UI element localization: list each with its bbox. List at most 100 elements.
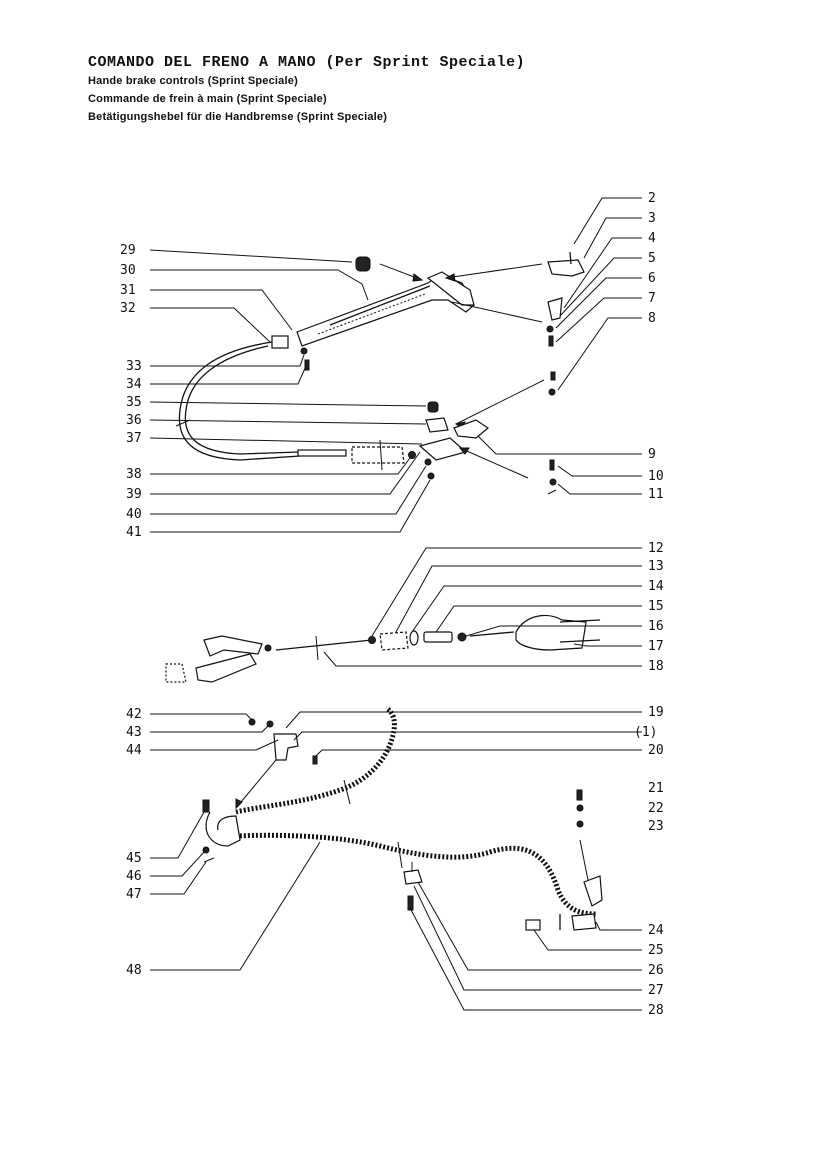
callout-28: 28: [648, 1003, 664, 1018]
page-title: COMANDO DEL FRENO A MANO (Per Sprint Spe…: [88, 54, 526, 71]
screw-45: [202, 799, 210, 813]
leader-44: [150, 739, 279, 751]
washer-41: [427, 472, 435, 480]
callout-36: 36: [126, 413, 142, 428]
rear-bracket-arrow: [579, 839, 589, 881]
leader-2: [573, 197, 642, 245]
washer-11: [549, 478, 557, 486]
yoke-rod-a: [559, 619, 601, 623]
callout-29: 29: [120, 243, 136, 258]
leader-30: [150, 269, 369, 301]
assembly-arrow-5: [451, 301, 543, 323]
nut-12: [368, 636, 376, 644]
callout-19-note: (1): [634, 725, 657, 740]
bolt-25: [525, 919, 541, 931]
lever-ratchet-teeth: [317, 293, 426, 335]
callout-21: 21: [648, 781, 664, 796]
return-spring: [351, 446, 405, 464]
callout-41: 41: [126, 525, 142, 540]
washer-46: [202, 846, 210, 854]
callout-39: 39: [126, 487, 142, 502]
callout-8: 8: [648, 311, 656, 326]
leader-24: [595, 921, 642, 931]
callout-46: 46: [126, 869, 142, 884]
leader-15: [435, 605, 642, 633]
leader-37: [149, 437, 423, 445]
screw-7: [548, 335, 554, 347]
callout-16: 16: [648, 619, 664, 634]
leader-8: [557, 317, 642, 391]
leader-43: [150, 725, 269, 733]
bracket-arrowhead: [235, 798, 243, 810]
rod-end-17: [469, 631, 515, 637]
leader-27: [413, 885, 642, 991]
washer-43: [266, 720, 274, 728]
cable-threaded-end: [297, 449, 347, 457]
nut-16: [457, 632, 467, 642]
leader-46: [150, 851, 205, 877]
cable-guide-45: [205, 811, 241, 847]
diagram-header: COMANDO DEL FRENO A MANO (Per Sprint Spe…: [88, 54, 525, 126]
callout-15: 15: [648, 599, 664, 614]
callout-25: 25: [648, 943, 664, 958]
spring-mark: [379, 439, 383, 471]
assembly-arrow-3: [445, 263, 543, 279]
pawl-pin-2: [569, 251, 572, 265]
handbrake-lever-assembly: [175, 251, 585, 495]
callout-48: 48: [126, 963, 142, 978]
leader-20: [315, 749, 642, 757]
leader-3: [583, 217, 642, 259]
callout-2: 2: [648, 191, 656, 206]
bracket-arrow: [235, 759, 277, 809]
washer-14: [409, 630, 419, 646]
callout-37: 37: [126, 431, 142, 446]
screw-8a: [550, 371, 556, 381]
lever-grip-head: [426, 271, 475, 306]
callout-numbers: 29 30 31 32 33 34 35 36 37 38 39 40 41 2…: [120, 191, 664, 1018]
callout-35: 35: [126, 395, 142, 410]
clevis-24: [571, 913, 597, 931]
callout-30: 30: [120, 263, 136, 278]
bolt-42: [248, 718, 256, 726]
leader-9: [477, 435, 642, 455]
clevis-9: [453, 419, 490, 439]
leader-lines: [149, 197, 642, 1011]
washer-8: [548, 388, 556, 396]
arrowhead-3: [444, 273, 456, 282]
callout-11: 11: [648, 487, 664, 502]
equalizer-lever-lower: [195, 653, 257, 683]
leader-6: [555, 277, 642, 329]
leader-17: [573, 643, 642, 647]
screw-20: [312, 755, 318, 765]
leader-36: [149, 419, 427, 425]
screw-34: [304, 359, 310, 371]
callout-6: 6: [648, 271, 656, 286]
washer-mid: [264, 644, 272, 652]
rear-cable-lower: [235, 832, 597, 917]
leader-35: [149, 401, 427, 407]
leader-34: [150, 365, 307, 385]
callout-24: 24: [648, 923, 664, 938]
front-cable: [178, 341, 301, 461]
assembly-arrow-8: [455, 379, 545, 425]
bolt-28: [407, 895, 414, 911]
yoke-rod-b: [559, 639, 601, 643]
leader-33: [150, 354, 305, 367]
equalizer-plate: [418, 437, 468, 461]
callout-44: 44: [126, 743, 142, 758]
equalizer-lever-upper: [203, 635, 263, 657]
rear-bracket: [583, 875, 603, 907]
leader-31: [150, 289, 293, 331]
leader-48: [150, 841, 321, 971]
leader-42: [150, 713, 253, 721]
leader-47: [150, 861, 207, 895]
callout-32: 32: [120, 301, 136, 316]
screw-10: [549, 459, 555, 471]
callout-23: 23: [648, 819, 664, 834]
leader-14: [411, 585, 642, 633]
washer-40: [424, 458, 432, 466]
leader-25: [533, 929, 642, 951]
subtitle-german: Betätigungshebel für die Handbremse (Spr…: [88, 111, 388, 123]
callout-27: 27: [648, 983, 664, 998]
